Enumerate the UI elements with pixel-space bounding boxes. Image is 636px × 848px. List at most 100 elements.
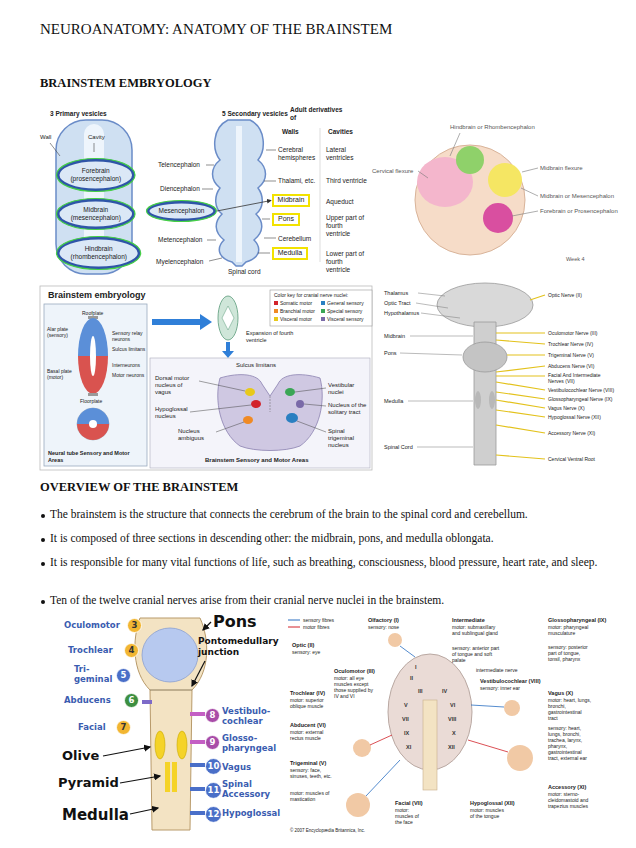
brainstem-nerves-figure-shape bbox=[489, 391, 495, 409]
brainstem-nerves-figure-shape bbox=[496, 382, 545, 390]
node-text: 9 bbox=[210, 737, 216, 747]
label-text: Cavity bbox=[88, 134, 105, 141]
brainstem-nerves-figure-shape bbox=[418, 293, 445, 296]
label-text: Trochlear Nerve (IV) bbox=[548, 341, 593, 347]
legend-swatch bbox=[274, 309, 278, 313]
legend-swatch bbox=[274, 301, 278, 305]
cranial-nerve-map-shape bbox=[388, 633, 402, 647]
node-text: 8 bbox=[210, 710, 216, 720]
label-text: motor: sterno-cleidomastoid and trapeziu… bbox=[548, 791, 592, 809]
section-heading: BRAINSTEM EMBRYOLOGY bbox=[40, 76, 211, 91]
label-text: Vestibulo-cochlear bbox=[222, 706, 284, 726]
label-text: Spinal cord bbox=[228, 268, 261, 276]
label-text: Sensory relay neurons bbox=[112, 330, 146, 342]
label-text: Upper part of fourth ventricle bbox=[326, 214, 368, 237]
brainstem-embryology-figure-shape bbox=[243, 416, 253, 424]
cranial-nerve-map-shape bbox=[288, 627, 300, 628]
brainstem-nerves-figure-shape bbox=[475, 391, 481, 409]
legend-swatch bbox=[321, 317, 325, 321]
brainstem-nerves-figure-shape bbox=[400, 353, 462, 355]
embryo-figure-shape bbox=[450, 133, 460, 156]
vesicle-figure-shape bbox=[320, 128, 321, 262]
label-text: Sulcus limitans bbox=[112, 346, 146, 352]
legend-text: sensory fibres bbox=[303, 617, 334, 623]
brainstem-nerves-figure-shape bbox=[507, 354, 545, 355]
label-text: Oculomotor (III) bbox=[334, 668, 375, 675]
bullet-dot bbox=[41, 562, 45, 566]
vesicle-oval: Forebrain (prosencephalon) bbox=[56, 158, 136, 192]
label-text: Medulla bbox=[384, 398, 403, 405]
brainstem-nerves-figure-shape bbox=[408, 401, 473, 402]
brainstem-embryology-figure-shape bbox=[218, 296, 238, 340]
callout-number: 7 bbox=[116, 720, 131, 735]
brainstem-embryology-figure-shape bbox=[152, 319, 200, 325]
label-text: Glossopharyngeal (IX) bbox=[548, 617, 606, 624]
brainstem-embryology-figure-shape bbox=[222, 351, 234, 358]
label-text: Third ventricle bbox=[326, 177, 367, 185]
brainstem-cartoon-shape bbox=[155, 731, 165, 759]
vesicle-oval: Hindbrain (rhombencephalon) bbox=[56, 236, 141, 270]
brainstem-nerves-figure-shape bbox=[416, 303, 448, 308]
brainstem-embryology-figure-shape bbox=[88, 393, 98, 396]
cranial-nerve-map-shape bbox=[468, 740, 508, 752]
vesicle-figure-shape bbox=[264, 181, 276, 182]
label-text: Optic Tract bbox=[384, 300, 411, 307]
label-text: Abducens Nerve (VI) bbox=[548, 363, 594, 369]
brainstem-cartoon-shape bbox=[135, 618, 207, 830]
brainstem-embryology-figure-shape bbox=[40, 286, 372, 470]
label-text: VII bbox=[402, 716, 409, 723]
label-text: Thalami, etc. bbox=[278, 177, 315, 185]
label-text: motor: muscles of mastication bbox=[290, 790, 332, 802]
label-text: motor: pharyngeal musculature bbox=[548, 624, 592, 636]
node-text: Mesencephalon bbox=[158, 207, 204, 215]
node-text: Midbrain bbox=[278, 196, 305, 204]
vesicle-highlight bbox=[57, 199, 136, 230]
label-text: motor: muscles of the tongue bbox=[470, 807, 506, 819]
legend-text: Special sensory bbox=[327, 308, 362, 314]
callout-number: 8 bbox=[205, 708, 220, 723]
vesicle-figure-shape bbox=[209, 258, 222, 261]
node-text: 5 bbox=[121, 670, 127, 680]
label-text: Nucleus ambiguus bbox=[178, 428, 214, 442]
label-text: intermediate nerve bbox=[476, 667, 517, 673]
label-text: Thalamus bbox=[384, 290, 408, 297]
label-text: Accessory Nerve (XI) bbox=[548, 430, 595, 436]
label-text: Floorplate bbox=[80, 398, 102, 404]
vesicle-figure-shape bbox=[207, 240, 216, 241]
label-text: Myelencephalon bbox=[156, 258, 203, 266]
brainstem-cartoon-shape bbox=[172, 762, 177, 792]
label-text: II bbox=[410, 675, 413, 682]
brainstem-nerves-figure-shape bbox=[496, 425, 545, 433]
bullet-text: The brainstem is the structure that conn… bbox=[50, 508, 610, 522]
vesicle-figure-shape bbox=[50, 143, 60, 156]
label-text: Hypothalamus bbox=[384, 310, 419, 317]
legend-swatch bbox=[321, 309, 325, 313]
label-text: Midbrain flexure bbox=[540, 165, 583, 172]
brainstem-embryology-figure-shape bbox=[222, 306, 234, 330]
legend-text: Visceral sensory bbox=[327, 316, 364, 322]
brainstem-cartoon-shape bbox=[190, 763, 205, 767]
embryo-figure-shape bbox=[522, 168, 538, 172]
highlight-box: Pons bbox=[272, 213, 300, 226]
callout-number: 11 bbox=[205, 782, 222, 799]
embryo-figure-shape bbox=[521, 188, 538, 196]
brainstem-nerves-figure bbox=[400, 283, 545, 465]
cranial-nerve-map-shape bbox=[507, 745, 533, 771]
cranial-nerve-map-shape bbox=[366, 760, 400, 796]
node-text: 4 bbox=[129, 645, 135, 655]
label-text: Glosso-pharyngeal bbox=[222, 733, 284, 753]
label-text: sensory: posterior part of tongue, tonsi… bbox=[548, 644, 592, 662]
label-text: Week 4 bbox=[566, 256, 585, 263]
label-text: Motor neurons bbox=[112, 372, 146, 378]
number-disc bbox=[206, 736, 220, 750]
label-text: Facial (VII) bbox=[395, 800, 423, 807]
legend-text: Visceral motor bbox=[280, 316, 312, 322]
label-text: motor: muscles of the face bbox=[395, 807, 427, 825]
label-text: Brainstem Sensory and Motor Areas bbox=[205, 457, 308, 464]
bullet-text: It is composed of three sections in desc… bbox=[50, 532, 610, 546]
brainstem-embryology-figure-shape bbox=[90, 336, 96, 376]
label-text: Expansion of fourth ventricle bbox=[246, 330, 294, 343]
label-text: Medulla bbox=[62, 806, 129, 824]
vesicle-figure-shape bbox=[94, 143, 95, 152]
